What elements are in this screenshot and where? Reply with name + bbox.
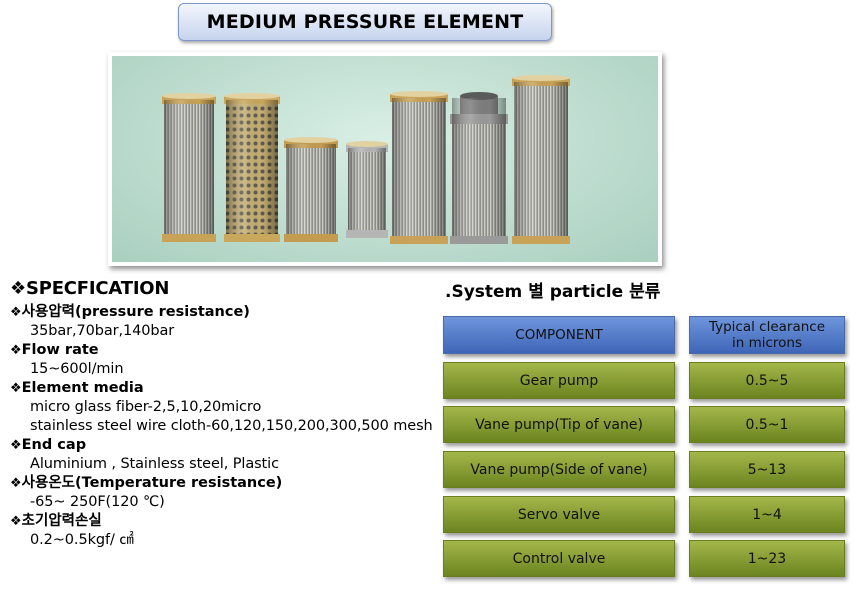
filter-element (450, 92, 508, 244)
spec-item-flow-rate: ❖Flow rate (10, 342, 99, 358)
page-title: MEDIUM PRESSURE ELEMENT (178, 3, 552, 41)
table-row-clearance: 1~23 (689, 540, 845, 577)
filter-element (512, 75, 570, 244)
header-component: COMPONENT (443, 316, 675, 354)
spec-item-element-media: ❖Element media (10, 380, 144, 396)
product-photo (108, 52, 662, 266)
spec-value: Aluminium , Stainless steel, Plastic (30, 456, 279, 472)
system-table-title: .System 별 particle 분류 (445, 282, 661, 302)
table-row-component: Vane pump(Side of vane) (443, 451, 675, 488)
spec-item-temperature: ❖사용온도(Temperature resistance) (10, 475, 283, 491)
spec-heading: ❖SPECFICATION (10, 278, 170, 299)
filter-element (390, 91, 448, 244)
table-row-clearance: 5~13 (689, 451, 845, 488)
header-clearance: Typical clearance in microns (689, 316, 845, 354)
spec-value: micro glass fiber-2,5,10,20micro (30, 399, 262, 415)
filter-elements-illustration (162, 75, 570, 244)
table-row-component: Vane pump(Tip of vane) (443, 406, 675, 443)
table-row-clearance: 0.5~1 (689, 406, 845, 443)
table-row-component: Gear pump (443, 362, 675, 399)
spec-value: 35bar,70bar,140bar (30, 323, 175, 339)
spec-value: 15~600l/min (30, 361, 124, 377)
filter-element (162, 93, 216, 242)
filter-element (346, 141, 388, 238)
table-row-clearance: 1~4 (689, 496, 845, 533)
specification-list: ❖SPECFICATION ❖사용압력(pressure resistance)… (10, 278, 450, 550)
table-row-clearance: 0.5~5 (689, 362, 845, 399)
filter-element (284, 137, 338, 242)
table-row-component: Control valve (443, 540, 675, 577)
filter-element (224, 93, 280, 242)
spec-value: stainless steel wire cloth-60,120,150,20… (30, 418, 433, 434)
table-row-component: Servo valve (443, 496, 675, 533)
spec-item-initial-pressure-loss: ❖초기압력손실 (10, 513, 102, 529)
spec-item-end-cap: ❖End cap (10, 437, 87, 453)
spec-value: -65~ 250F(120 ℃) (30, 494, 165, 510)
spec-item-pressure: ❖사용압력(pressure resistance) (10, 304, 250, 320)
spec-value: 0.2~0.5kgf/ ㎠ (30, 532, 134, 548)
